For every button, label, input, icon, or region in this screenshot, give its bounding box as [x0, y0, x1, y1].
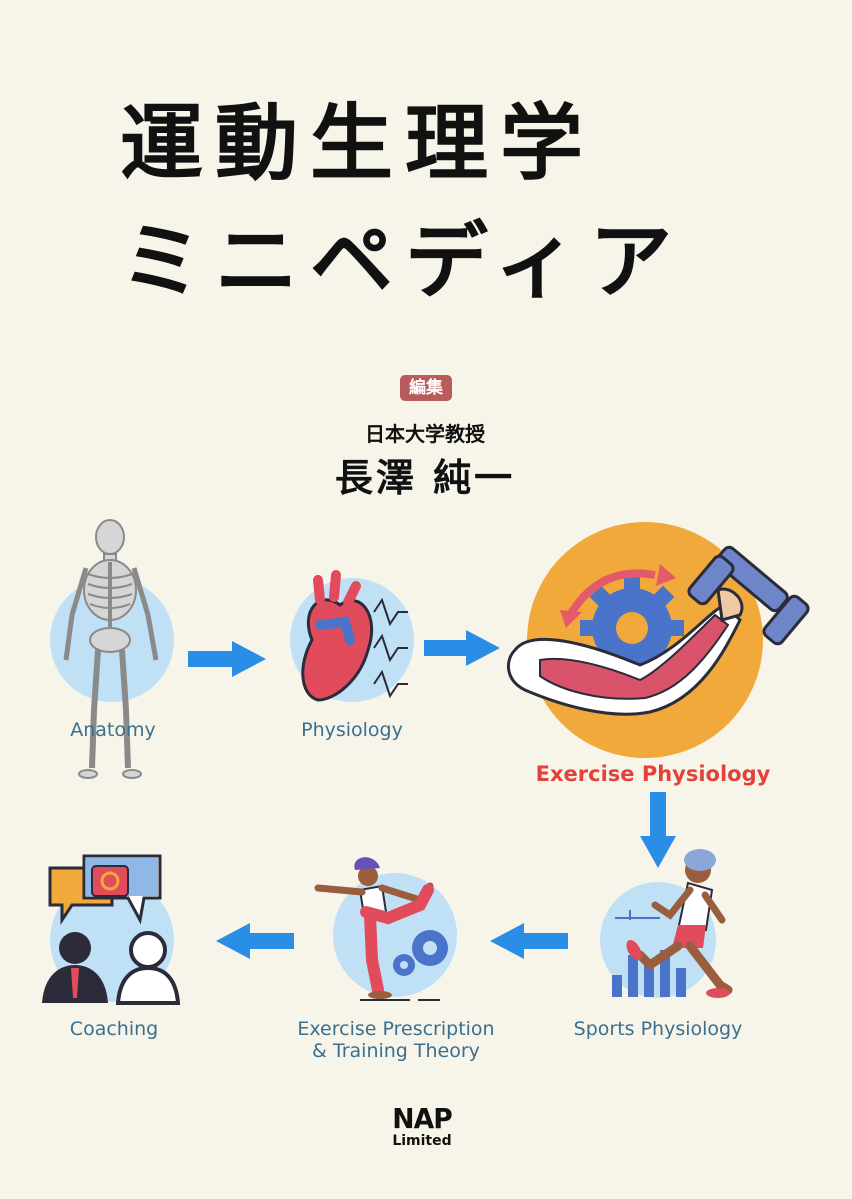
flow-arrow-right [188, 641, 266, 677]
arm-dumbbell-icon [506, 522, 810, 758]
flow-arrow-right [424, 630, 500, 666]
author-affiliation: 日本大学教授 [365, 422, 485, 446]
node-label-sports-physiology: Sports Physiology [573, 1018, 743, 1040]
yoga-gears-icon [314, 857, 457, 1001]
title-line-2: ミニペディア [120, 213, 685, 310]
editor-badge: 編集 [400, 375, 452, 401]
node-label-physiology: Physiology [301, 719, 403, 741]
node-label-anatomy: Anatomy [70, 719, 156, 741]
node-label-line: & Training Theory [312, 1040, 480, 1062]
publisher-name: NAP [392, 1102, 452, 1135]
heart-icon [290, 570, 414, 702]
flow-arrow-down [640, 792, 676, 868]
runner-icon [600, 849, 733, 998]
node-label-line: Exercise Prescription [297, 1018, 495, 1040]
flow-arrow-left [216, 923, 294, 959]
flow-arrow-left [490, 923, 568, 959]
publisher-logo: NAP Limited [382, 1105, 462, 1157]
node-label-coaching: Coaching [69, 1018, 159, 1040]
publisher-suffix: Limited [392, 1133, 452, 1149]
skeleton-icon [50, 519, 174, 779]
node-label-exercise-prescription: Exercise Prescription & Training Theory [268, 1018, 524, 1062]
title-line-1: 運動生理学 [120, 95, 595, 192]
author-name: 長澤 純一 [334, 456, 516, 500]
coaching-icon [42, 854, 181, 1005]
node-label-exercise-physiology: Exercise Physiology [535, 762, 771, 786]
